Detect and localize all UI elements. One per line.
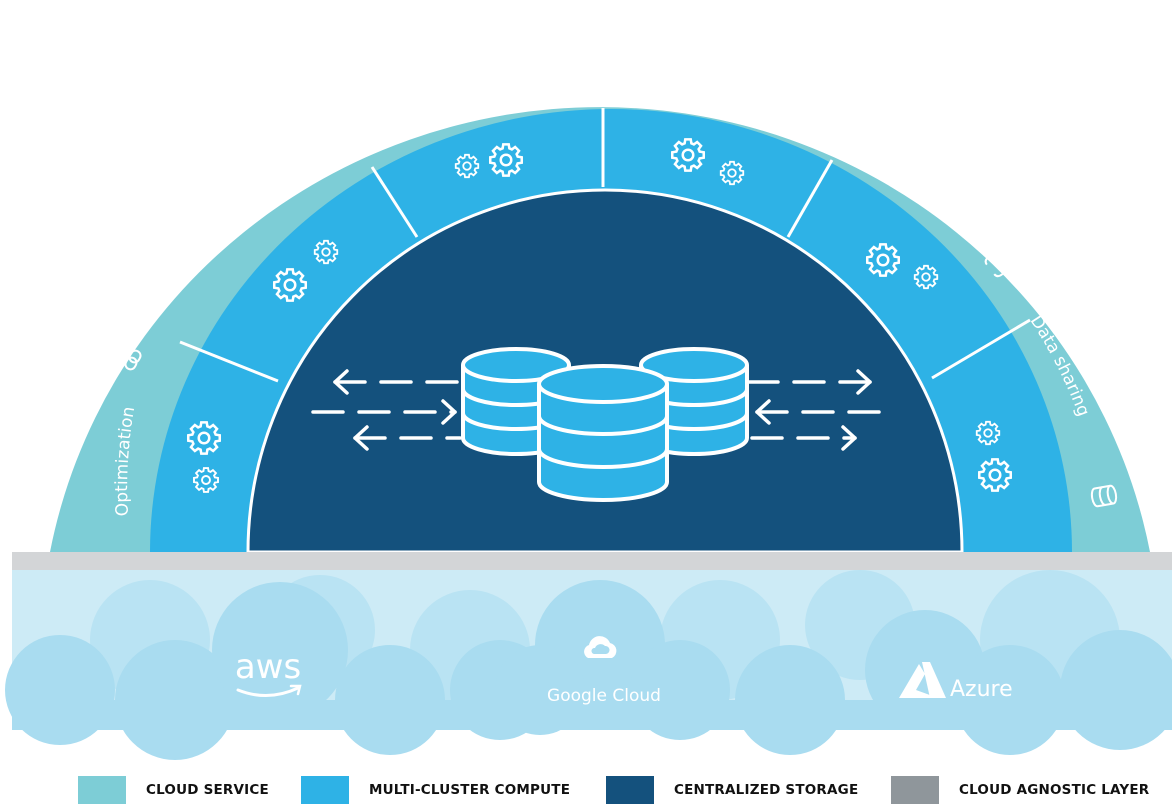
link-icon	[124, 349, 142, 371]
legend-label: MULTI-CLUSTER COMPUTE	[369, 782, 571, 798]
gear-icons	[186, 138, 1013, 493]
arrow-head	[841, 425, 857, 451]
gear-icon	[272, 268, 308, 302]
legend-item-cloud-service: CLOUD SERVICE	[78, 776, 269, 804]
devices-icon	[285, 126, 323, 163]
arrow-head	[755, 399, 771, 425]
gear-icon	[488, 143, 524, 177]
svg-text:Azure: Azure	[950, 677, 1013, 702]
gear-icon	[975, 420, 1001, 446]
svg-text:Google Cloud: Google Cloud	[547, 686, 661, 706]
legend-item-centralized-storage: CENTRALIZED STORAGE	[606, 776, 858, 804]
azure-icon	[899, 662, 946, 698]
legend-item-multi-cluster-compute: MULTI-CLUSTER COMPUTE	[301, 776, 570, 804]
compute-dividers	[179, 108, 1031, 383]
database-stack-center	[537, 364, 669, 502]
gear-icon	[454, 153, 480, 179]
gear-icon	[186, 421, 222, 455]
azure-logo: Azure	[899, 662, 1013, 702]
gear-icon	[913, 264, 939, 290]
gear-icon	[313, 239, 339, 265]
legend-label: CENTRALIZED STORAGE	[674, 782, 859, 798]
label-transactions: Transactions	[363, 65, 472, 117]
gear-icon	[193, 467, 219, 493]
legend-swatch	[301, 776, 349, 804]
arrow-head	[333, 369, 349, 395]
arrow-head	[353, 425, 369, 451]
legend: CLOUD SERVICE MULTI-CLUSTER COMPUTE CENT…	[0, 752, 1172, 804]
svg-text:aws: aws	[235, 647, 301, 687]
gear-icon	[977, 458, 1013, 492]
legend-swatch	[78, 776, 126, 804]
gear-icon	[719, 160, 745, 186]
gear-icon	[865, 243, 901, 277]
arrow-head	[441, 399, 457, 425]
arrow-head	[856, 369, 872, 395]
gear-icon	[670, 138, 706, 172]
database-sync-icon	[531, 40, 558, 70]
database-share-icon	[1090, 484, 1118, 508]
cloud-band	[5, 570, 1172, 760]
legend-label: CLOUD AGNOSTIC LAYER	[959, 782, 1150, 798]
legend-swatch	[606, 776, 654, 804]
lock-icon	[834, 105, 866, 141]
google-cloud-logo: Google Cloud	[547, 636, 661, 706]
data-flow-arrows	[311, 380, 895, 440]
aws-logo: aws	[235, 647, 302, 697]
cloud-agnostic-layer	[12, 552, 1172, 570]
google-cloud-icon	[584, 636, 617, 658]
legend-label: CLOUD SERVICE	[146, 782, 269, 798]
legend-swatch	[891, 776, 939, 804]
legend-item-cloud-agnostic-layer: CLOUD AGNOSTIC LAYER	[891, 776, 1149, 804]
